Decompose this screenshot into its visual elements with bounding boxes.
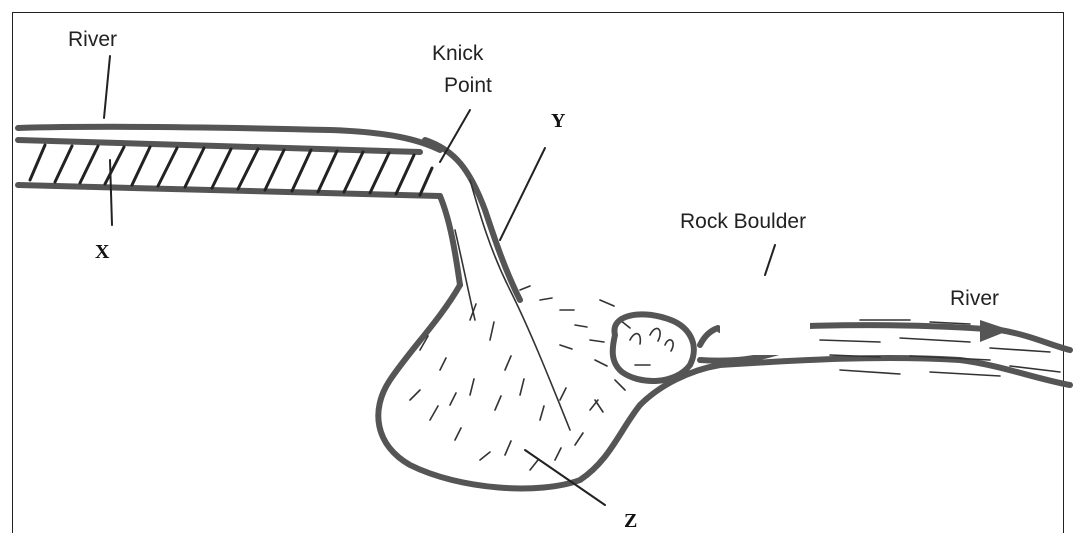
- falling-water: [425, 140, 570, 430]
- label-river-right: River: [950, 287, 999, 310]
- label-rock-boulder: Rock Boulder: [680, 210, 806, 233]
- leader-z: [525, 450, 605, 505]
- label-z: Z: [624, 510, 637, 532]
- label-knick-line1: Knick: [432, 42, 484, 65]
- label-y: Y: [551, 110, 566, 132]
- leader-lines: [104, 56, 775, 505]
- hard-rock-layer: [18, 127, 440, 196]
- label-x: X: [95, 241, 110, 263]
- rock-top-edge: [18, 140, 420, 152]
- label-river-left: River: [68, 28, 117, 51]
- label-clearing: [720, 270, 810, 355]
- leader-y: [500, 148, 545, 240]
- fall-right-edge: [425, 140, 520, 300]
- flow-arrow-icon: [980, 320, 1010, 342]
- leader-river-left: [104, 56, 110, 118]
- label-knick-line2: Point: [444, 74, 492, 97]
- rock-bottom-edge: [18, 185, 440, 196]
